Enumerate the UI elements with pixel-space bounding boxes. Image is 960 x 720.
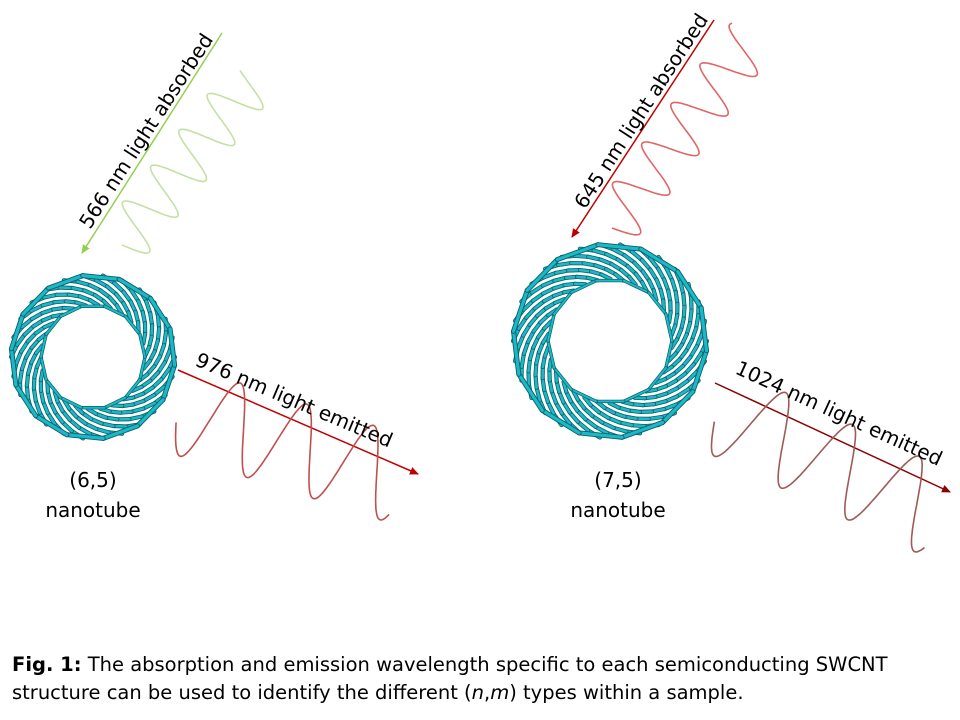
caption-m: m — [490, 681, 510, 704]
figure-caption: Fig. 1: The absorption and emission wave… — [12, 651, 952, 707]
left-emitted-wave — [174, 381, 390, 521]
left-absorbed-label: 566 nm light absorbed — [74, 29, 218, 233]
caption-text-1: The absorption and emission wavelength s… — [12, 653, 888, 704]
right-emitted-wave — [710, 391, 925, 553]
right-absorbed-group: 645 nm light absorbed — [569, 9, 759, 238]
left-emitted-arrow — [177, 369, 419, 475]
left-absorbed-arrow — [81, 32, 223, 254]
right-absorbed-label: 645 nm light absorbed — [569, 9, 713, 213]
left-nanotube-image — [8, 273, 178, 441]
right-tube-name-line1: (7,5) — [594, 468, 641, 492]
left-emitted-group: 976 nm light emitted — [174, 348, 419, 521]
right-emitted-group: 1024 nm light emitted — [710, 356, 951, 553]
caption-comma: , — [484, 681, 491, 704]
right-tube-name-line2: nanotube — [570, 498, 665, 522]
right-absorbed-wave — [611, 22, 759, 236]
left-tube-name-line2: nanotube — [45, 498, 140, 522]
caption-n: n — [471, 681, 485, 704]
caption-label: Fig. 1: — [12, 653, 82, 676]
right-nanotube-image — [510, 242, 710, 440]
right-emitted-label: 1024 nm light emitted — [732, 356, 946, 471]
caption-text-2: ) types within a sample. — [509, 681, 744, 704]
left-tube-name-line1: (6,5) — [69, 468, 116, 492]
figure-canvas: 566 nm light absorbed 976 nm light emitt… — [8, 9, 951, 553]
right-absorbed-arrow — [571, 19, 715, 238]
left-absorbed-wave — [121, 70, 264, 254]
left-absorbed-group: 566 nm light absorbed — [74, 29, 264, 254]
